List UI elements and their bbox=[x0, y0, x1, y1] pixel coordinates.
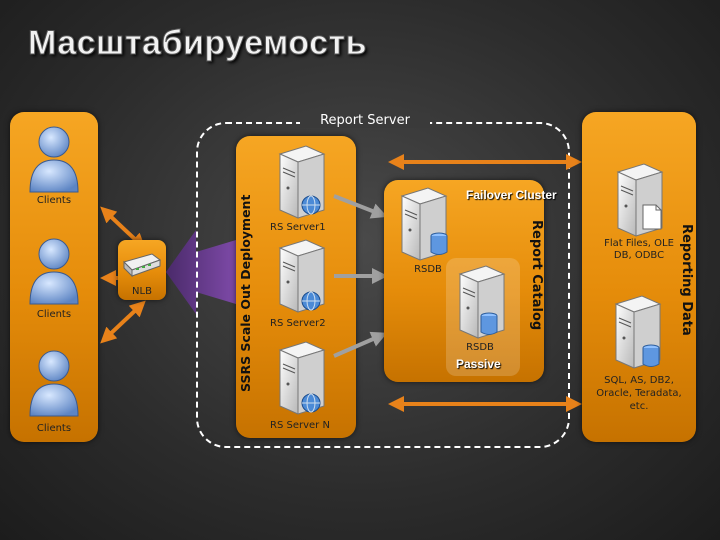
rsdb-passive-label: RSDB bbox=[466, 342, 494, 353]
passive-label: Passive bbox=[456, 357, 501, 371]
sql-database-icon bbox=[642, 344, 660, 367]
clients-label-1: Clients bbox=[36, 195, 72, 206]
nlb-switch-icon bbox=[123, 253, 162, 278]
ssrs-scale-out-label: SSRS Scale Out Deployment bbox=[238, 194, 253, 392]
failover-cluster-label: Failover Cluster bbox=[466, 188, 557, 202]
sql-sources-label: SQL, AS, DB2, Oracle, Teradata, etc. bbox=[596, 375, 682, 412]
rsdb-active-database-icon bbox=[430, 232, 448, 255]
reporting-data-label: Reporting Data bbox=[679, 224, 694, 336]
rsdb-active-label: RSDB bbox=[414, 264, 442, 275]
rs-server-2-globe-icon bbox=[301, 291, 321, 311]
rsdb-passive-database-icon bbox=[480, 312, 498, 335]
rs-server-1-globe-icon bbox=[301, 195, 321, 215]
client-person-icon bbox=[29, 350, 79, 417]
page-title: Масштабируемость bbox=[27, 24, 368, 63]
report-server-label: Report Server bbox=[300, 113, 430, 128]
rs-server-2-label: RS Server2 bbox=[270, 318, 326, 329]
client-person-icon bbox=[29, 126, 79, 193]
sql-sources-server-icon bbox=[614, 295, 662, 369]
clients-label-2: Clients bbox=[36, 309, 72, 320]
document-icon bbox=[642, 204, 662, 230]
rs-server-n-label: RS Server N bbox=[270, 420, 330, 431]
client-person-icon bbox=[29, 238, 79, 305]
nlb-label: NLB bbox=[132, 286, 152, 297]
server-data-arrows bbox=[388, 154, 582, 412]
nlb-distribution-arrow bbox=[166, 230, 236, 314]
clients-label-3: Clients bbox=[36, 423, 72, 434]
rs-server-1-label: RS Server1 bbox=[270, 222, 326, 233]
server-catalog-arrows bbox=[333, 194, 388, 358]
flat-files-label: Flat Files, OLE DB, ODBC bbox=[604, 238, 674, 261]
rs-server-n-globe-icon bbox=[301, 393, 321, 413]
